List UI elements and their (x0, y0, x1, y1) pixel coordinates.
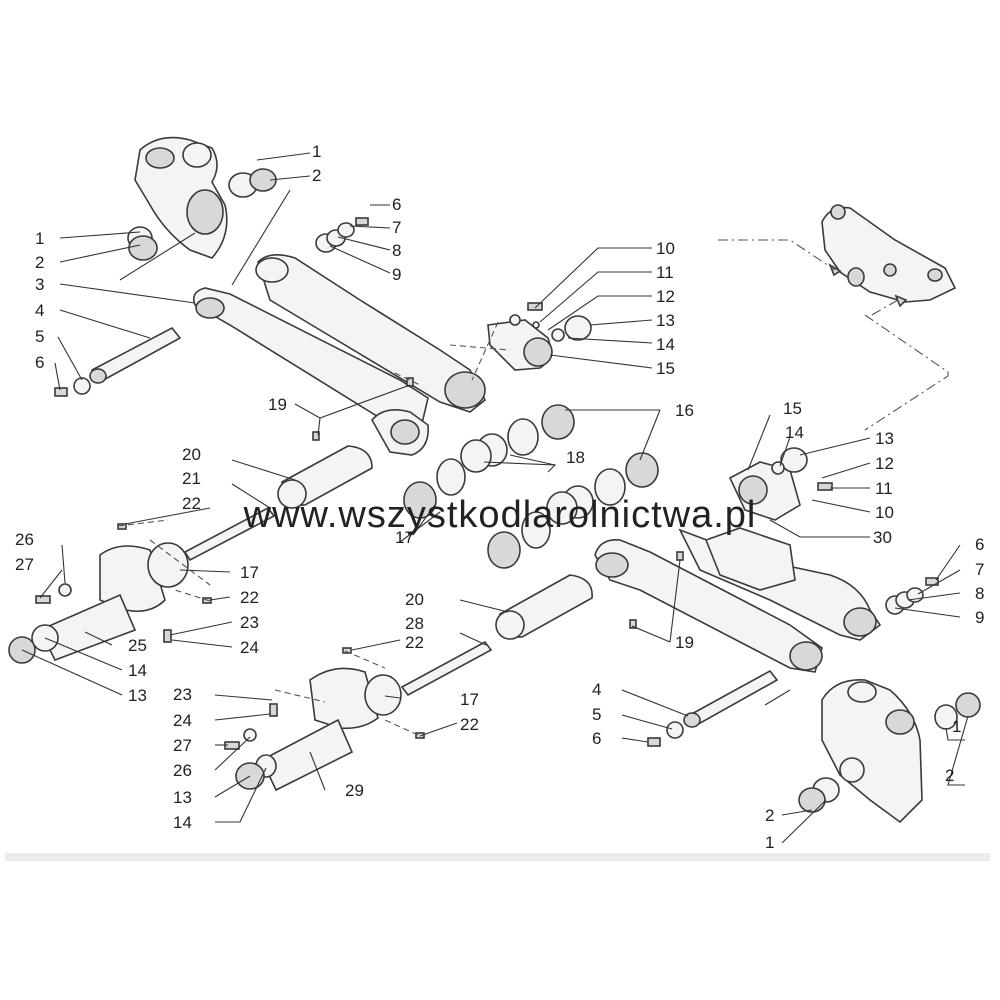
callout-17a: 17 (395, 528, 414, 547)
threaded-rod-lower (400, 640, 493, 697)
leader-lines (21, 152, 969, 844)
callout-16: 16 (675, 401, 694, 420)
callout-5b: 5 (592, 705, 601, 724)
bearing-upper-left-inner (127, 226, 158, 261)
callout-2d: 2 (765, 806, 774, 825)
callout-10b: 10 (875, 503, 894, 522)
callout-6b: 6 (35, 353, 44, 372)
callout-12b: 12 (875, 454, 894, 473)
pin-upper-left (89, 326, 182, 384)
callout-20b: 20 (405, 590, 424, 609)
callout-15a: 15 (656, 359, 675, 378)
callout-9a: 9 (392, 265, 401, 284)
callout-13c: 13 (128, 686, 147, 705)
threaded-rod-upper (183, 506, 276, 562)
callout-9b: 9 (975, 608, 984, 627)
callout-2b: 2 (35, 253, 44, 272)
callout-2c: 2 (945, 766, 954, 785)
callout-23b: 23 (173, 685, 192, 704)
callout-17c: 17 (460, 690, 479, 709)
pin-lower-right (647, 669, 779, 747)
callout-27a: 27 (15, 555, 34, 574)
link-arm-lower (728, 447, 833, 521)
callout-15b: 15 (783, 399, 802, 418)
callout-labels: 1 2 6 7 8 9 1 2 3 4 5 6 10 11 12 13 14 1… (15, 142, 984, 852)
callout-3: 3 (35, 275, 44, 294)
screw-upper-left (54, 387, 68, 397)
callout-21: 21 (182, 469, 201, 488)
callout-22a: 22 (182, 494, 201, 513)
footer-divider (5, 853, 990, 861)
callout-14b: 14 (785, 423, 804, 442)
callout-20a: 20 (182, 445, 201, 464)
callout-13b: 13 (875, 429, 894, 448)
seals-lower-right (885, 577, 939, 615)
callout-13d: 13 (173, 788, 192, 807)
callout-19b: 19 (675, 633, 694, 652)
callout-28: 28 (405, 614, 424, 633)
callout-24a: 24 (240, 638, 259, 657)
callout-24b: 24 (173, 711, 192, 730)
callout-26b: 26 (173, 761, 192, 780)
callout-22b: 22 (240, 588, 259, 607)
seals-upper-center (315, 217, 369, 253)
callout-1c: 1 (952, 717, 961, 736)
axle-housing-flange-lower (224, 667, 402, 792)
callout-1d: 1 (765, 833, 774, 852)
knuckle-upper-left (134, 136, 228, 259)
washer-upper-left (73, 377, 91, 395)
callout-13a: 13 (656, 311, 675, 330)
callout-7b: 7 (975, 560, 984, 579)
axle-housing-flange-upper (8, 542, 189, 664)
callout-8a: 8 (392, 241, 401, 260)
pivot-shaft-lower (495, 574, 593, 640)
callout-25: 25 (128, 636, 147, 655)
callout-1b: 1 (35, 229, 44, 248)
bearing-upper-left-outer (228, 168, 277, 198)
callout-12a: 12 (656, 287, 675, 306)
callout-14c: 14 (128, 661, 147, 680)
callout-6c: 6 (975, 535, 984, 554)
callout-7a: 7 (392, 218, 401, 237)
callout-26a: 26 (15, 530, 34, 549)
callout-27b: 27 (173, 736, 192, 755)
callout-4b: 4 (592, 680, 601, 699)
callout-5a: 5 (35, 327, 44, 346)
callout-10a: 10 (656, 239, 675, 258)
callout-29: 29 (345, 781, 364, 800)
callout-18: 18 (566, 448, 585, 467)
upper-suspension-arm (192, 254, 487, 456)
bushing-set-center (403, 404, 659, 569)
callout-17b: 17 (240, 563, 259, 582)
callout-2a: 2 (312, 166, 321, 185)
watermark-text: www.wszystkodlarolnictwa.pl (243, 494, 757, 536)
callout-14a: 14 (656, 335, 675, 354)
callout-1a: 1 (312, 142, 321, 161)
callout-4a: 4 (35, 301, 44, 320)
callout-23a: 23 (240, 613, 259, 632)
callout-6a: 6 (392, 195, 401, 214)
callout-22c: 22 (405, 633, 424, 652)
pivot-shaft-upper (277, 445, 373, 509)
location-inset (718, 204, 957, 431)
callout-6d: 6 (592, 729, 601, 748)
callout-22d: 22 (460, 715, 479, 734)
callout-11b: 11 (875, 479, 893, 498)
callout-14d: 14 (173, 813, 192, 832)
knuckle-lower-right (798, 679, 981, 824)
link-arm-upper (487, 302, 592, 371)
callout-8b: 8 (975, 584, 984, 603)
callout-11a: 11 (656, 263, 674, 282)
callout-30: 30 (873, 528, 892, 547)
callout-19a: 19 (268, 395, 287, 414)
lower-suspension-arm (594, 527, 882, 673)
assembly-dash-lines (117, 321, 511, 736)
